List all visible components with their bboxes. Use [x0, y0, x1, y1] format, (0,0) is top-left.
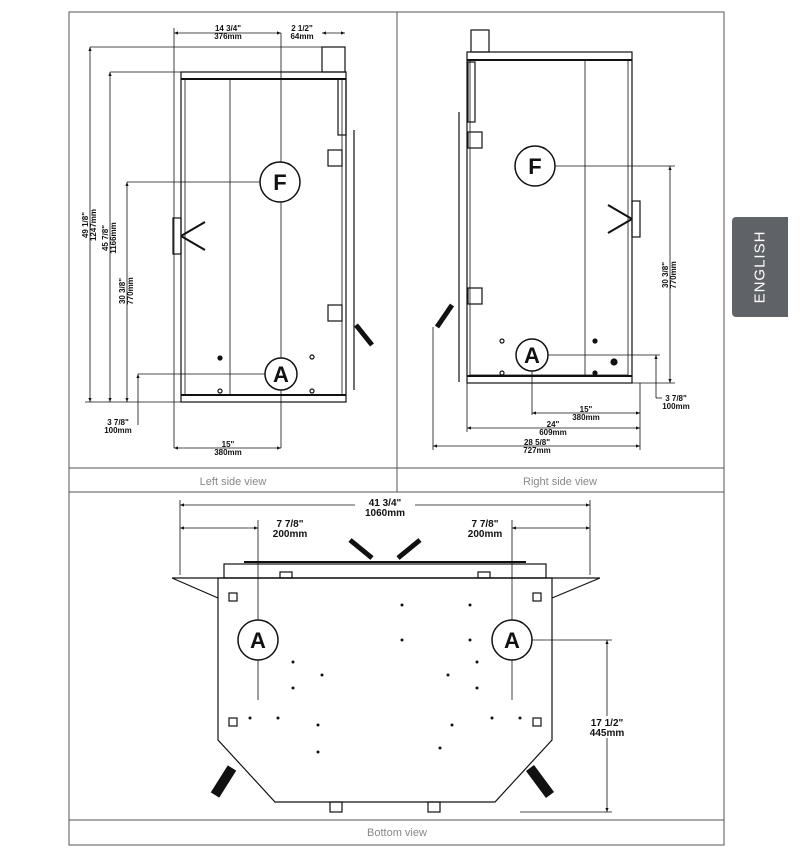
page-frame: [68, 11, 725, 846]
dim-right-w-body-in: 24": [547, 420, 560, 429]
dim-right-w-total-mm: 727mm: [523, 446, 551, 455]
dim-right-h-A-in: 3 7/8": [665, 394, 687, 403]
dim-left-h-F-in: 30 3/8": [118, 278, 127, 304]
dim-right-w-body-mm: 609mm: [539, 428, 567, 437]
left-side-view: [172, 46, 374, 403]
svg-text:A: A: [524, 343, 540, 368]
marker-A-bottom-left: A: [237, 619, 279, 661]
dim-bottom-width-mm: 1060mm: [365, 508, 405, 519]
dim-flue-in: 2 1/2": [291, 24, 313, 33]
dim-bottom-right-A-mm: 200mm: [468, 529, 503, 540]
dim-left-w-A-in: 15": [222, 440, 235, 449]
svg-text:A: A: [250, 628, 266, 653]
dim-left-width-mm: 376mm: [214, 32, 242, 41]
marker-F-right: F: [514, 145, 556, 187]
dim-right-h-F-mm: 770mm: [669, 261, 678, 289]
dim-left-h-F-mm: 770mm: [126, 277, 135, 305]
dim-h-total-mm: 1247mm: [89, 209, 98, 241]
caption-left-side-view: Left side view: [200, 476, 267, 488]
language-tab[interactable]: ENGLISH: [732, 217, 788, 317]
dim-left-width-in: 14 3/4": [215, 24, 241, 33]
dim-h-body-in: 45 7/8": [101, 225, 110, 251]
svg-text:A: A: [273, 362, 289, 387]
caption-bottom-view: Bottom view: [367, 827, 427, 839]
marker-F-left: F: [259, 161, 301, 203]
dim-left-h-A-in: 3 7/8": [107, 418, 129, 427]
left-dimensions: [85, 28, 345, 450]
svg-text:A: A: [504, 628, 520, 653]
dim-bottom-right-A-in: 7 7/8": [472, 519, 499, 530]
right-dimensions: [432, 165, 675, 450]
dim-bottom-width-in: 41 3/4": [369, 498, 402, 509]
dim-right-w-total-in: 28 5/8": [524, 438, 550, 447]
marker-A-right: A: [515, 338, 549, 372]
dim-h-body-mm: 1166mm: [109, 222, 118, 254]
caption-right-side-view: Right side view: [523, 476, 597, 488]
dim-right-w-A-in: 15": [580, 405, 593, 414]
dim-h-total-in: 49 1/8": [81, 212, 90, 238]
dim-right-w-A-mm: 380mm: [572, 413, 600, 422]
svg-text:F: F: [528, 154, 541, 179]
dim-bottom-depth-mm: 445mm: [590, 728, 625, 739]
dim-left-h-A-mm: 100mm: [104, 426, 132, 435]
dim-left-w-A-mm: 380mm: [214, 448, 242, 457]
dim-bottom-left-A-mm: 200mm: [273, 529, 308, 540]
dim-right-h-A-mm: 100mm: [662, 402, 690, 411]
svg-text:F: F: [273, 170, 286, 195]
right-side-view: [434, 29, 641, 384]
dim-right-h-F-in: 30 3/8": [661, 262, 670, 288]
marker-A-bottom-right: A: [491, 619, 533, 661]
bottom-view: [171, 538, 601, 813]
marker-A-left: A: [264, 357, 298, 391]
dim-bottom-depth-in: 17 1/2": [591, 718, 624, 729]
dim-flue-mm: 64mm: [290, 32, 313, 41]
dim-bottom-left-A-in: 7 7/8": [277, 519, 304, 530]
